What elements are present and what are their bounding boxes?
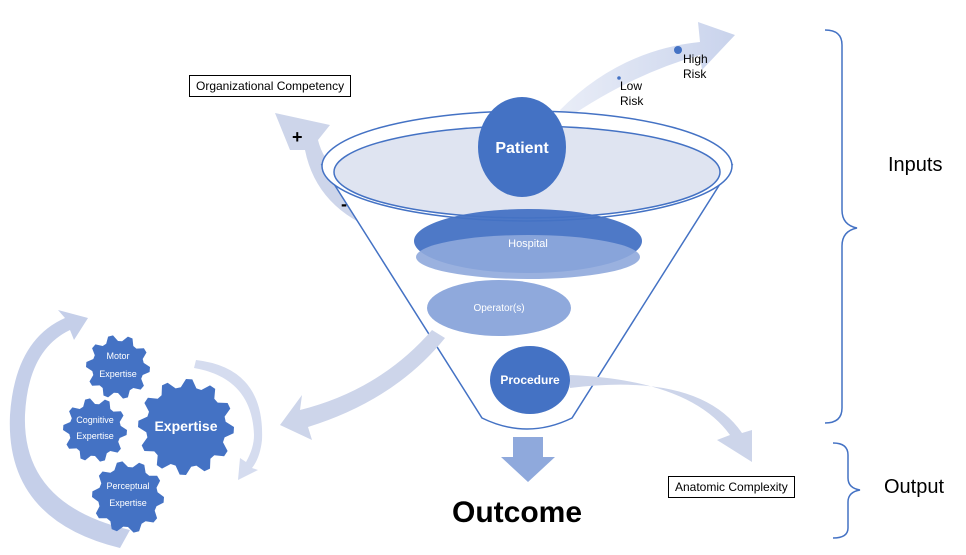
outcome-down-arrow [501,437,555,482]
cognitive-expertise-label-line2: Expertise [76,431,114,441]
motor-expertise-label-line2: Expertise [99,369,137,379]
perceptual-expertise-label-line2: Expertise [109,498,147,508]
high-risk-label-line1: High [683,52,708,66]
small-cycle-arrow [194,360,263,480]
perceptual-expertise-gear [92,461,164,533]
operators-label: Operator(s) [473,303,524,314]
output-brace [832,442,861,539]
high-risk-label-line2: Risk [683,67,707,81]
low-risk-label-line2: Risk [620,94,644,108]
procedure-label: Procedure [500,373,560,387]
cognitive-expertise-label-line1: Cognitive [76,415,114,425]
expertise-gear [138,379,234,475]
procedure-ellipse [490,346,570,414]
minus-sign: - [341,194,347,214]
expertise-gears [63,335,234,533]
hospital-ellipse-lower [416,235,640,279]
risk-arrow [560,22,735,120]
procedure-to-anatomic-arrow [570,375,752,462]
large-cycle-arrow [9,310,130,548]
operators-to-expertise-arrow [280,330,445,440]
inputs-label: Inputs [888,154,943,176]
high-risk-dot [674,46,682,54]
expertise-label: Expertise [154,418,217,434]
output-label: Output [884,476,945,498]
organizational-competency-box: Organizational Competency [189,75,352,97]
patient-label: Patient [495,140,549,157]
hospital-label: Hospital [508,238,548,250]
cognitive-expertise-gear [63,398,127,462]
operators-ellipse [427,280,571,336]
plus-sign: + [292,127,303,147]
low-risk-label-line1: Low [620,79,642,93]
low-risk-dot [617,76,621,80]
outcome-label: Outcome [452,496,583,529]
perceptual-expertise-label-line1: Perceptual [106,481,149,491]
anatomic-complexity-box: Anatomic Complexity [668,476,795,498]
patient-ellipse [478,97,566,197]
motor-expertise-label-line1: Motor [106,351,129,361]
inputs-brace [824,29,858,424]
motor-expertise-gear [86,335,150,399]
